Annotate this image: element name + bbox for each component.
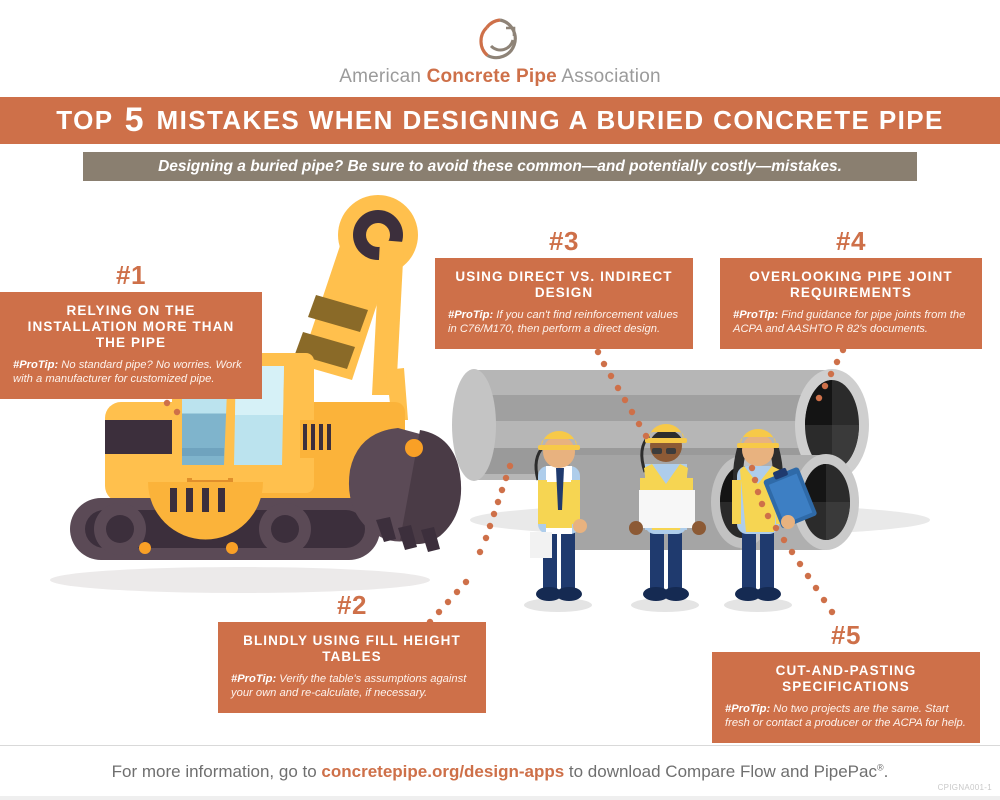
footer-period: .	[883, 762, 889, 781]
title-number: 5	[124, 101, 145, 139]
footer-before: For more information, go to	[111, 762, 322, 781]
callout-1-tip: #ProTip: No standard pipe? No worries. W…	[13, 358, 249, 386]
callout-1-number: #1	[116, 260, 146, 290]
registered-mark: ®	[876, 762, 884, 773]
callout-4: #4 Overlooking pipe joint requirements #…	[720, 228, 982, 349]
callout-4-number: #4	[836, 226, 866, 256]
callout-1-heading: Relying on the installation more than th…	[27, 303, 235, 350]
callout-3-tip: #ProTip: If you can't find reinforcement…	[448, 308, 680, 336]
bottom-edge-line	[0, 796, 1000, 800]
worker-middle	[629, 424, 706, 612]
worker-left	[524, 431, 592, 612]
footer-text: For more information, go to concretepipe…	[0, 762, 1000, 782]
callout-2-number: #2	[337, 590, 367, 620]
callout-2-tip-label: #ProTip:	[231, 673, 277, 685]
callout-1-tip-label: #ProTip:	[13, 359, 59, 371]
callout-1: #1 Relying on the installation more than…	[0, 262, 262, 399]
subtitle-bar: Designing a buried pipe? Be sure to avoi…	[83, 152, 917, 181]
callout-3-heading: Using direct vs. indirect design	[455, 269, 673, 300]
clipboard	[763, 467, 817, 529]
callout-4-box: Overlooking pipe joint requirements #Pro…	[720, 258, 982, 349]
excavator-shadow	[50, 567, 430, 593]
footer-after: to download Compare Flow and PipePac	[564, 762, 877, 781]
title-after: Mistakes When Designing a Buried Concret…	[147, 105, 944, 135]
worker-right	[724, 429, 817, 612]
logo-text-part1: American	[339, 66, 427, 87]
excavator-bucket	[348, 428, 462, 552]
callout-5-tip: #ProTip: No two projects are the same. S…	[725, 702, 967, 730]
callout-3-tip-label: #ProTip:	[448, 309, 494, 321]
logo-text-part2: Association	[556, 66, 661, 87]
subtitle-text: Designing a buried pipe? Be sure to avoi…	[158, 158, 842, 175]
title-before: Top	[56, 105, 122, 135]
callout-5-tip-text: No two projects are the same. Start fres…	[725, 703, 966, 729]
excavator-boom	[295, 195, 418, 420]
callout-4-tip-text: Find guidance for pipe joints from the A…	[733, 309, 966, 335]
callout-2: #2 Blindly using fill height tables #Pro…	[218, 592, 486, 713]
acpa-logo: American Concrete Pipe Association	[0, 14, 1000, 88]
callout-3-number: #3	[549, 226, 579, 256]
callout-1-box: Relying on the installation more than th…	[0, 292, 262, 399]
acpa-logo-text: American Concrete Pipe Association	[0, 66, 1000, 88]
callout-2-box: Blindly using fill height tables #ProTip…	[218, 622, 486, 713]
callout-5: #5 Cut-and-pasting specifications #ProTi…	[712, 622, 980, 743]
callout-2-heading: Blindly using fill height tables	[243, 633, 461, 664]
logo-text-bold: Concrete Pipe	[426, 66, 557, 87]
excavator-tracks	[70, 482, 380, 560]
header-banner: Top 5 Mistakes When Designing a Buried C…	[0, 97, 1000, 144]
callout-4-heading: Overlooking pipe joint requirements	[749, 269, 953, 300]
callout-3-box: Using direct vs. indirect design #ProTip…	[435, 258, 693, 349]
page-title: Top 5 Mistakes When Designing a Buried C…	[0, 97, 1000, 144]
footer-divider	[0, 745, 1000, 746]
excavator	[70, 195, 462, 560]
footer-link[interactable]: concretepipe.org/design-apps	[321, 762, 565, 781]
callout-2-tip-text: Verify the table's assumptions against y…	[231, 673, 467, 699]
blueprint-paper	[639, 490, 695, 528]
construction-illustration	[50, 195, 930, 686]
callout-3: #3 Using direct vs. indirect design #Pro…	[435, 228, 693, 349]
callout-1-tip-text: No standard pipe? No worries. Work with …	[13, 359, 242, 385]
acpa-circle-logo-icon	[479, 18, 517, 60]
callout-5-number: #5	[831, 620, 861, 650]
callout-5-box: Cut-and-pasting specifications #ProTip: …	[712, 652, 980, 743]
callout-2-tip: #ProTip: Verify the table's assumptions …	[231, 672, 473, 700]
callout-5-tip-label: #ProTip:	[725, 703, 771, 715]
callout-5-heading: Cut-and-pasting specifications	[775, 663, 917, 694]
document-code: CPIGNA001-1	[937, 783, 992, 792]
callout-3-tip-text: If you can't find reinforcement values i…	[448, 309, 679, 335]
callout-4-tip-label: #ProTip:	[733, 309, 779, 321]
callout-4-tip: #ProTip: Find guidance for pipe joints f…	[733, 308, 969, 336]
